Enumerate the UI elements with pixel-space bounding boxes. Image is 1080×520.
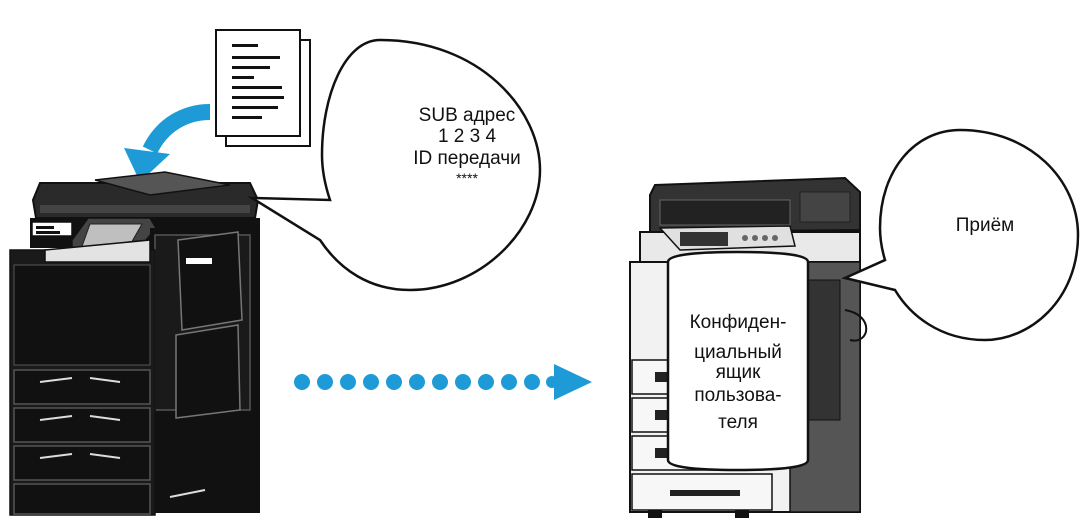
user-box-line-3: ящик <box>715 362 761 383</box>
user-box-line-2: циальный <box>694 342 782 363</box>
document-stack-icon <box>215 29 311 147</box>
user-box-line-5: теля <box>718 412 758 433</box>
feed-arrow-icon <box>124 104 211 182</box>
user-box-line-4: пользова- <box>694 385 782 406</box>
sending-mfp-icon <box>9 171 260 516</box>
transmission-arrow-icon <box>294 364 592 400</box>
sender-sub-address-label: SUB адрес <box>418 105 516 126</box>
receiver-speech-bubble <box>841 128 1080 342</box>
user-box-line-1: Конфиден- <box>689 312 787 333</box>
sender-transmission-id-label: ID передачи <box>413 148 521 169</box>
sender-speech-bubble <box>247 38 542 292</box>
sender-sub-address-value: 1 2 3 4 <box>437 126 497 147</box>
sender-transmission-id-value: **** <box>456 170 478 186</box>
confidential-user-box-cylinder <box>666 250 810 472</box>
receive-label: Приём <box>955 215 1015 236</box>
